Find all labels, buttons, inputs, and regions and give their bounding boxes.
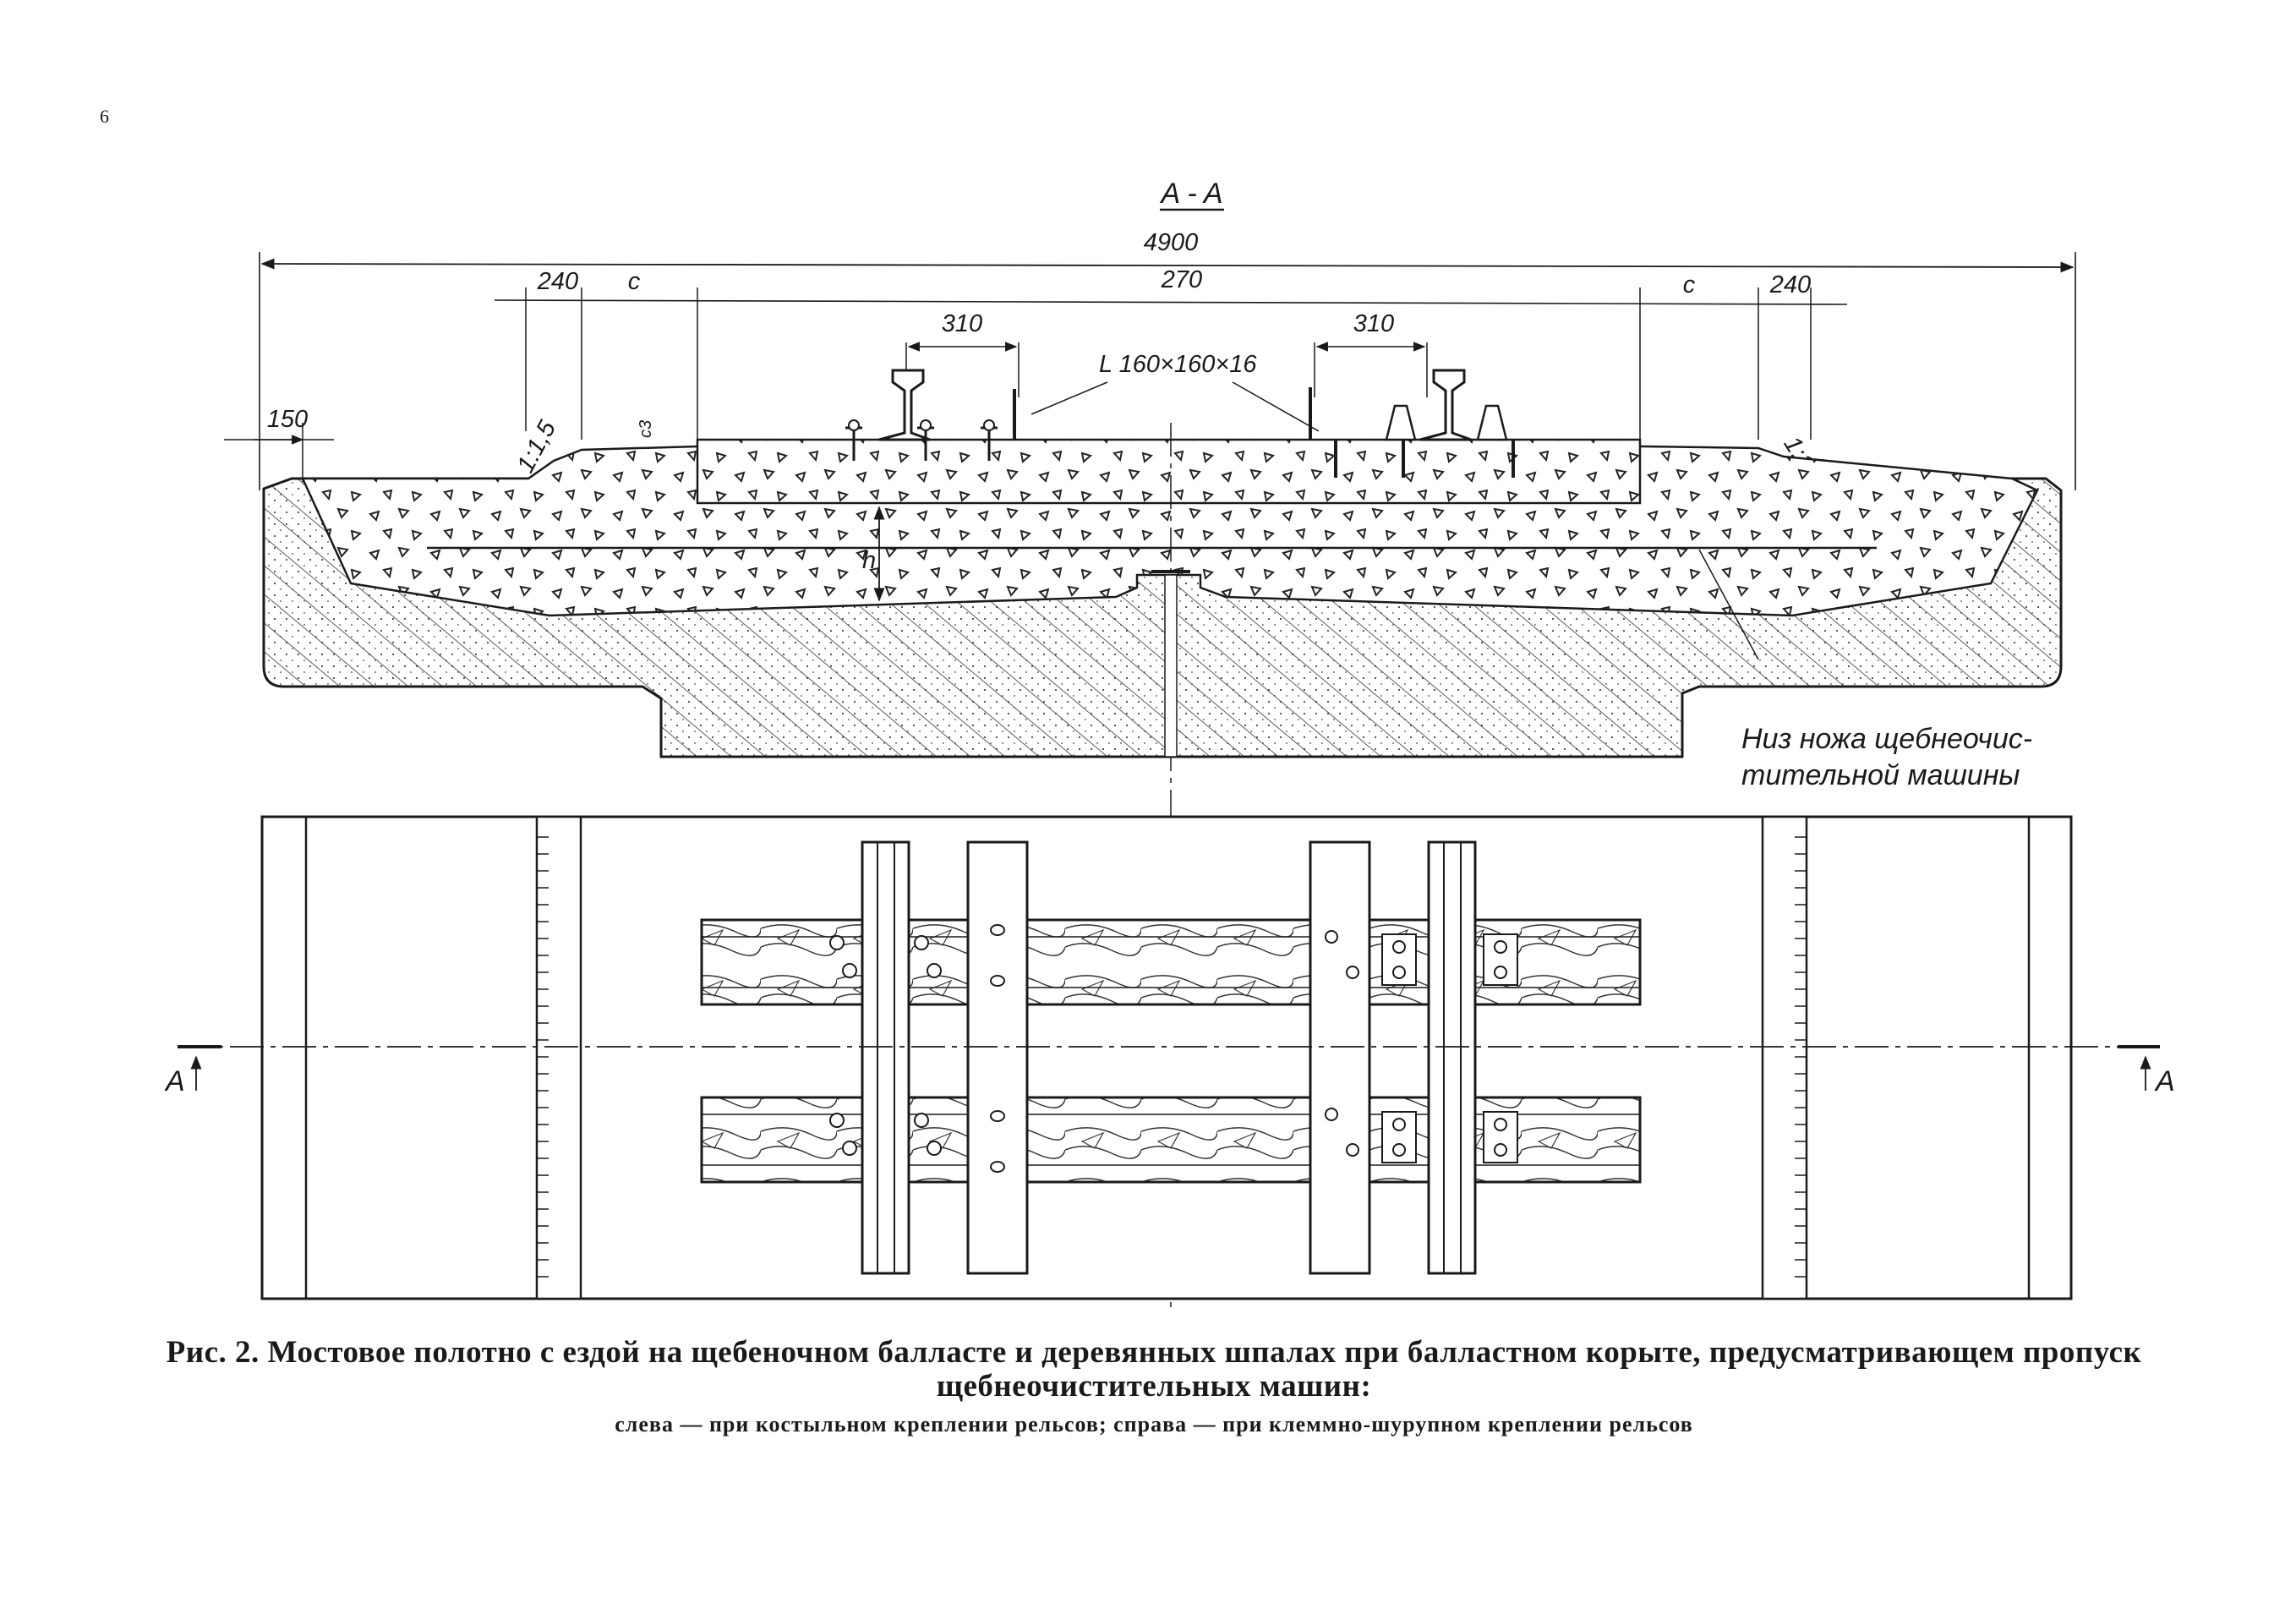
right-rail-plan [1309,840,1518,1275]
figure-caption-main: Рис. 2. Мостовое полотно с ездой на щебе… [166,1335,2142,1404]
dimension-row-2: 240 c 270 c 240 [494,266,1848,499]
dim-left-240: 240 [537,268,578,295]
right-rail-section [1309,369,1515,478]
dim-middle-270: 270 [1161,266,1202,293]
dim-left-310: 310 [942,310,982,337]
dimension-150: 150 [224,406,334,482]
section-view: A - A 4900 240 c 270 c 240 [224,178,2076,1311]
figure-caption-sub: слева — при костыльном креплении рельсов… [615,1412,1693,1437]
right-ruler-strip [1761,815,1808,1300]
dim-right-c: c [1683,271,1696,298]
page-mark: 6 [100,106,109,127]
cut-label-right: A [2154,1065,2175,1097]
dim-left-c: c [628,268,641,295]
dimension-total: 4900 [259,229,2076,490]
dim-right-310: 310 [1353,310,1394,337]
cut-label-left: A [164,1065,185,1097]
plan-view: A A [164,815,2175,1300]
dim-right-240: 240 [1769,271,1811,298]
small-c-label: c3 [637,420,655,438]
note-line-2: тительной машины [1741,759,2020,791]
left-rail-plan [829,840,1029,1275]
note-line-1: Низ ножа щебнеочис- [1741,723,2032,755]
height-label: h [862,547,876,574]
angle-profile-label: L 160×160×16 [1099,351,1257,378]
left-ruler-strip [535,815,582,1300]
dim-150-label: 150 [267,406,308,433]
section-label: A - A [1159,178,1222,210]
dim-total-label: 4900 [1144,229,1199,256]
left-rail-section [845,369,1016,461]
